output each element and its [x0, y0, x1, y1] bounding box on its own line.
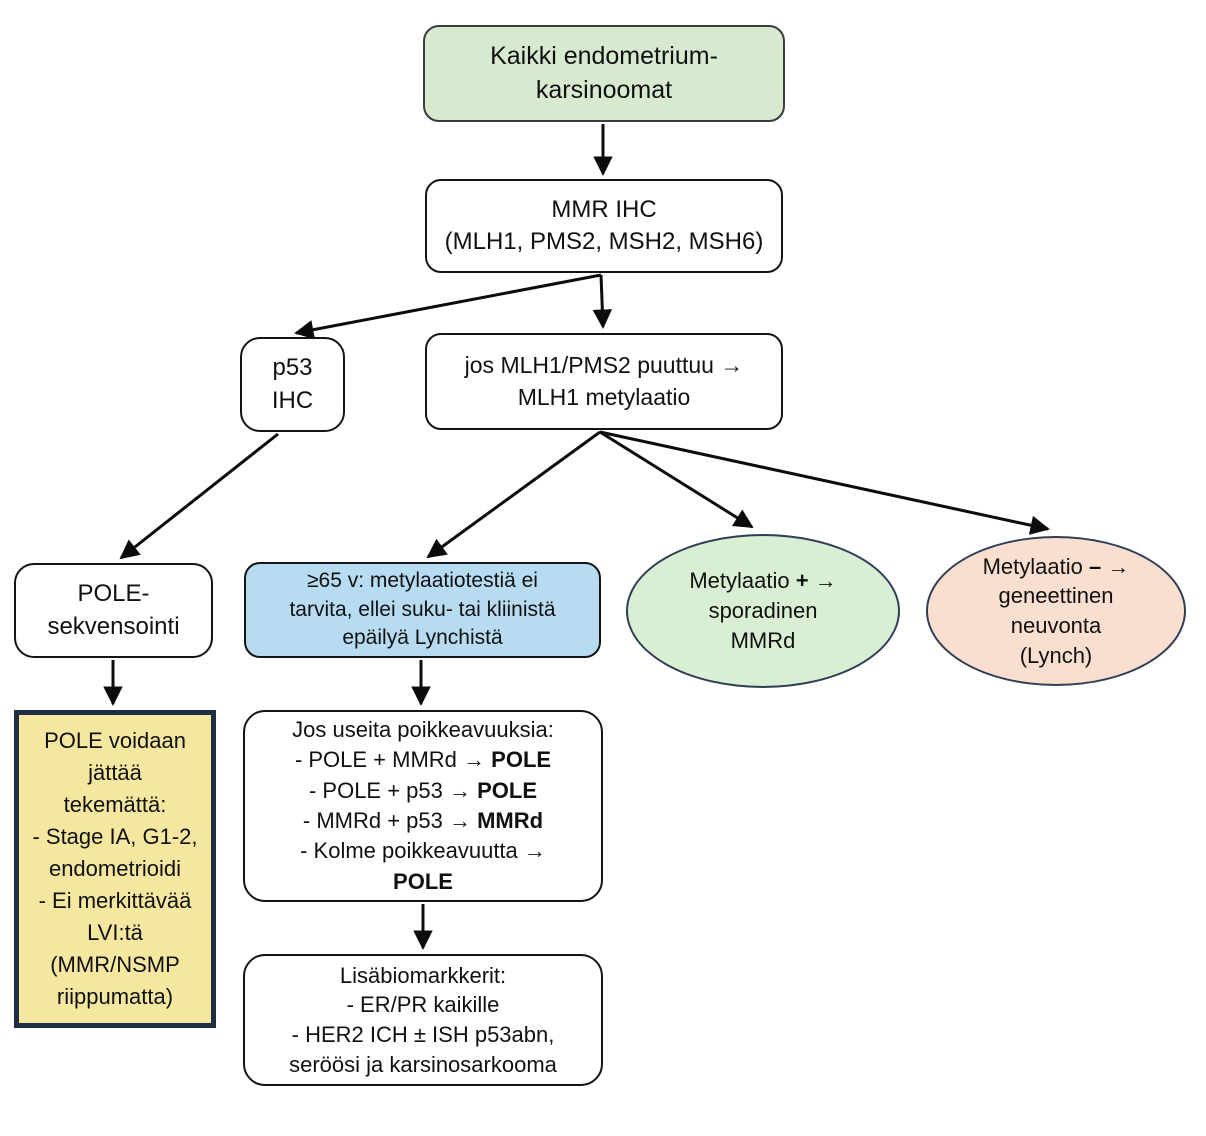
- arrow-mlh1-methylation-to-methylation-positive: [599, 430, 754, 529]
- node-mlh1-methylation: jos MLH1/PMS2 puuttuu →MLH1 metylaatio: [425, 333, 783, 430]
- node-additional-biomarkers: Lisäbiomarkkerit:- ER/PR kaikille- HER2 …: [243, 954, 603, 1086]
- arrow-p53-ihc-to-pole-sequencing: [119, 432, 279, 560]
- node-all-endometrial-carcinomas: Kaikki endometrium-karsinoomat: [423, 25, 785, 122]
- node-all-endometrial-carcinomas-label: Kaikki endometrium-karsinoomat: [490, 41, 718, 104]
- node-mlh1-methylation-label: jos MLH1/PMS2 puuttuu →MLH1 metylaatio: [464, 352, 744, 410]
- node-additional-biomarkers-label: Lisäbiomarkkerit:- ER/PR kaikille- HER2 …: [289, 962, 557, 1077]
- node-mmr-ihc-label: MMR IHC(MLH1, PMS2, MSH2, MSH6): [444, 195, 764, 255]
- arrow-mmr-ihc-to-p53-ihc: [294, 273, 602, 340]
- node-pole-sequencing-label: POLE-sekvensointi: [47, 580, 180, 640]
- node-multiple-abnormalities: Jos useita poikkeavuuksia:- POLE + MMRd …: [243, 710, 603, 902]
- node-pole-sequencing: POLE-sekvensointi: [14, 563, 213, 658]
- arrow-mlh1-methylation-to-methylation-negative: [599, 430, 1050, 535]
- arrow-mmr-ihc-to-mlh1-methylation: [592, 274, 613, 329]
- node-mmr-ihc: MMR IHC(MLH1, PMS2, MSH2, MSH6): [425, 179, 783, 273]
- arrow-mlh1-methylation-to-age65-note: [426, 430, 601, 559]
- node-multiple-abnormalities-label: Jos useita poikkeavuuksia:- POLE + MMRd …: [292, 716, 554, 894]
